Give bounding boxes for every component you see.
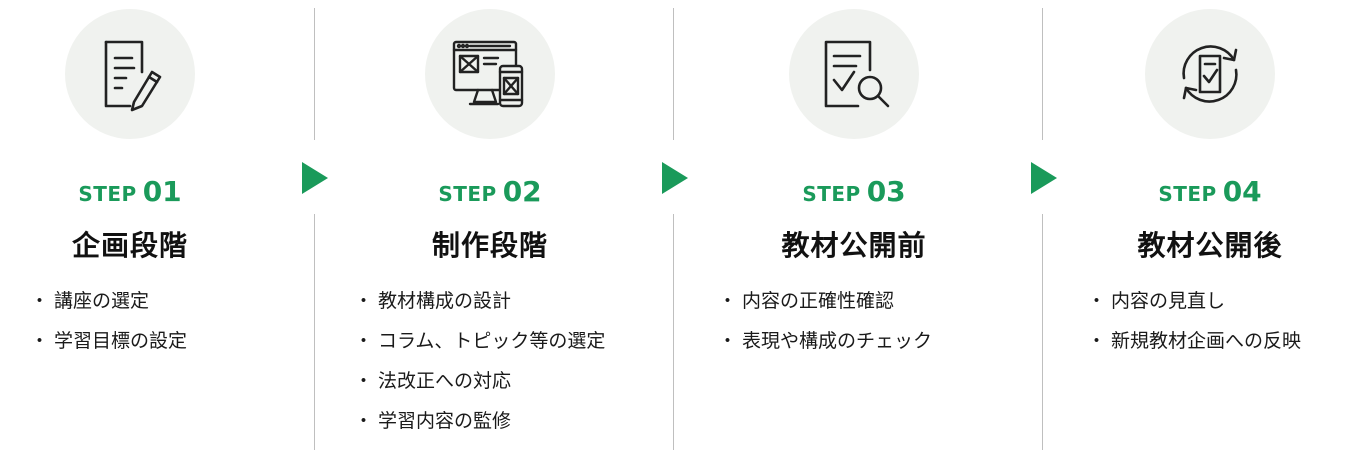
bullet-dot: ・ bbox=[30, 330, 50, 352]
step-2-label: STEP 02 bbox=[438, 175, 541, 208]
list-item: ・講座の選定 bbox=[30, 286, 187, 326]
bullet-dot: ・ bbox=[354, 290, 374, 312]
step-number: 02 bbox=[502, 175, 542, 208]
bullet-dot: ・ bbox=[718, 290, 738, 312]
list-item: ・コラム、トピック等の選定 bbox=[354, 326, 605, 366]
step-1-label: STEP 01 bbox=[78, 175, 181, 208]
step-4-label: STEP 04 bbox=[1158, 175, 1261, 208]
step-4-title: 教材公開後 bbox=[1137, 229, 1283, 262]
step-1-bullet-list: ・講座の選定 ・学習目標の設定 bbox=[30, 286, 187, 366]
arrow-right-icon bbox=[302, 162, 328, 194]
list-item: ・教材構成の設計 bbox=[354, 286, 605, 326]
document-pen-icon bbox=[104, 40, 162, 112]
list-item: ・新規教材企画への反映 bbox=[1087, 326, 1301, 366]
list-item-text: 学習目標の設定 bbox=[54, 330, 188, 352]
divider bbox=[1042, 8, 1043, 140]
step-3-label: STEP 03 bbox=[802, 175, 905, 208]
bullet-dot: ・ bbox=[354, 330, 374, 352]
step-3-title: 教材公開前 bbox=[781, 229, 927, 262]
list-item: ・学習目標の設定 bbox=[30, 326, 187, 366]
list-item-text: 表現や構成のチェック bbox=[742, 330, 933, 352]
step-column-1: STEP 01 企画段階 bbox=[30, 0, 230, 456]
list-item-text: 新規教材企画への反映 bbox=[1111, 330, 1302, 352]
bullet-dot: ・ bbox=[354, 410, 374, 432]
step-column-2: STEP 02 制作段階 bbox=[390, 0, 590, 456]
list-item: ・法改正への対応 bbox=[354, 366, 605, 406]
list-item-text: 法改正への対応 bbox=[378, 370, 512, 392]
step-4-icon-circle bbox=[1145, 9, 1275, 139]
bullet-dot: ・ bbox=[1087, 290, 1107, 312]
step-word: STEP bbox=[78, 182, 137, 206]
step-number: 03 bbox=[866, 175, 906, 208]
document-check-magnifier-icon bbox=[824, 40, 890, 108]
step-word: STEP bbox=[1158, 182, 1217, 206]
bullet-dot: ・ bbox=[354, 370, 374, 392]
list-item: ・内容の正確性確認 bbox=[718, 286, 932, 326]
step-column-3: STEP 03 教材公開前 bbox=[754, 0, 954, 456]
bullet-dot: ・ bbox=[30, 290, 50, 312]
web-mockup-icon bbox=[452, 40, 524, 108]
step-1-title: 企画段階 bbox=[71, 229, 188, 262]
list-item-text: 講座の選定 bbox=[54, 290, 150, 312]
step-1-icon-circle bbox=[65, 9, 195, 139]
list-item-text: コラム、トピック等の選定 bbox=[378, 330, 606, 352]
refresh-document-icon bbox=[1182, 45, 1238, 103]
step-2-bullet-list: ・教材構成の設計 ・コラム、トピック等の選定 ・法改正への対応 ・学習内容の監修 bbox=[354, 286, 605, 446]
step-3-icon-circle bbox=[789, 9, 919, 139]
step-word: STEP bbox=[802, 182, 861, 206]
bullet-dot: ・ bbox=[1087, 330, 1107, 352]
list-item: ・表現や構成のチェック bbox=[718, 326, 932, 366]
divider bbox=[1042, 214, 1043, 450]
bullet-dot: ・ bbox=[718, 330, 738, 352]
step-number: 01 bbox=[142, 175, 182, 208]
divider bbox=[673, 214, 674, 450]
arrow-right-icon bbox=[662, 162, 688, 194]
step-3-bullet-list: ・内容の正確性確認 ・表現や構成のチェック bbox=[718, 286, 932, 366]
divider bbox=[314, 214, 315, 450]
list-item: ・学習内容の監修 bbox=[354, 406, 605, 446]
list-item-text: 学習内容の監修 bbox=[378, 410, 512, 432]
arrow-right-icon bbox=[1031, 162, 1057, 194]
divider bbox=[673, 8, 674, 140]
list-item: ・内容の見直し bbox=[1087, 286, 1301, 326]
list-item-text: 内容の見直し bbox=[1111, 290, 1226, 312]
list-item-text: 内容の正確性確認 bbox=[742, 290, 895, 312]
list-item-text: 教材構成の設計 bbox=[378, 290, 512, 312]
step-word: STEP bbox=[438, 182, 497, 206]
step-2-title: 制作段階 bbox=[431, 229, 548, 262]
divider bbox=[314, 8, 315, 140]
step-number: 04 bbox=[1222, 175, 1262, 208]
step-2-icon-circle bbox=[425, 9, 555, 139]
step-column-4: STEP 04 教材公開後 bbox=[1110, 0, 1310, 456]
step-4-bullet-list: ・内容の見直し ・新規教材企画への反映 bbox=[1087, 286, 1301, 366]
